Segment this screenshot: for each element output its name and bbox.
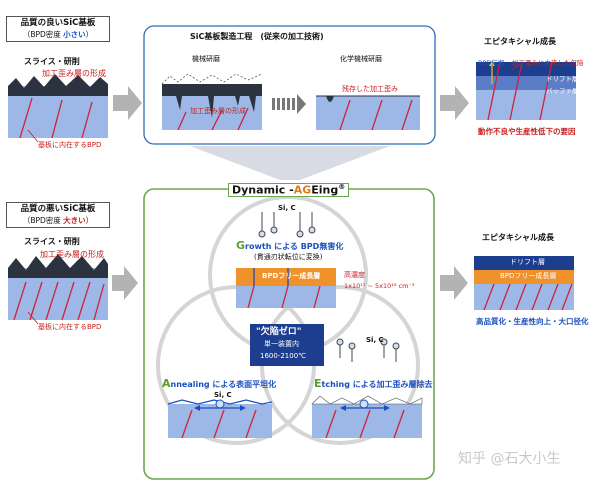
buffer-layer-top: バッファ層 [546, 87, 579, 95]
bad-substrate-block [8, 254, 108, 321]
growth-molecules [258, 212, 316, 238]
damage-layer-top: 加工歪み層の形成 [42, 69, 106, 78]
drift-layer-top: ドリフト層 [546, 75, 579, 83]
dynamic-ageing-title: Dynamic -AGEing® [228, 183, 350, 197]
mech-polish-block [161, 73, 263, 131]
residual-damage: 残存した加工歪み [342, 85, 398, 93]
process-dashed-arrow [272, 94, 306, 114]
flow-arrow-bottom-1 [112, 266, 138, 300]
annealing-sic: Si, C [214, 391, 232, 399]
epi-result-top: 動作不良や生産性低下の要因 [478, 127, 576, 136]
good-substrate-block [8, 74, 108, 139]
bpd-free-layer-growth: BPDフリー成長層 [262, 272, 321, 280]
doping-value: 1x10¹⁷ ~ 5x10¹⁸ cm⁻³ [344, 282, 415, 290]
growth-sub: (貫通刃状転位に変換) [254, 253, 323, 261]
good-substrate-bpd: （BPD密度 小さい） [22, 30, 94, 39]
epi-title-top: エピタキシャル成長 [484, 37, 556, 46]
cmp-block [316, 95, 420, 131]
process-title: SiC基板製造工程 (従来の加工技術) [190, 32, 324, 41]
defect-from-damage: 加工歪みに由来した欠陥 [512, 59, 584, 67]
bad-substrate-bpd: （BPD密度 大きい） [22, 216, 94, 225]
bpd-free-layer-epi: BPDフリー成長層 [500, 272, 557, 280]
etching-label: Etching による加工歪み層除去 [314, 377, 433, 390]
etching-molecules [336, 338, 400, 362]
growth-label: Growth による BPD無害化 [236, 239, 344, 252]
single-unit-label: 単一装置内 [264, 340, 299, 348]
growth-layers [236, 268, 336, 309]
zero-defect-box [250, 324, 324, 366]
good-substrate-title: 品質の良いSiC基板 [20, 18, 96, 28]
doping-label: 高濃度 [344, 271, 365, 279]
slice-label-bottom: スライス・研削 [24, 237, 80, 246]
flow-arrow-top-2 [440, 86, 469, 120]
cmp-label: 化学機械研磨 [340, 55, 382, 63]
damage-layer-formed: 加工歪み層の形成 [190, 107, 246, 115]
epi-title-bottom: エピタキシャル成長 [482, 233, 554, 242]
bad-substrate-title-box: 品質の悪いSiC基板 （BPD密度 大きい） [6, 202, 110, 228]
damage-layer-bottom: 加工歪み層の形成 [40, 250, 104, 259]
etching-sic: Si, C [366, 336, 384, 344]
epi-bottom-block [474, 256, 574, 311]
etching-layers [311, 395, 423, 439]
growth-sic: Si, C [278, 204, 296, 212]
zero-defect-label: "欠陥ゼロ" [256, 327, 302, 337]
annealing-layers [167, 399, 273, 439]
temp-range-label: 1600-2100℃ [260, 352, 307, 360]
leader-lines [27, 63, 521, 325]
internal-bpd-bottom: 基板に内在するBPD [38, 323, 102, 331]
bpd-propagation: BPD伝搬 [478, 59, 505, 67]
flow-arrow-bottom-2 [440, 266, 468, 300]
epi-top-block [476, 60, 576, 121]
epi-result-bottom: 高品質化・生産性向上・大口径化 [476, 317, 589, 326]
flow-arrow-top-1 [113, 86, 142, 120]
good-substrate-title-box: 品質の良いSiC基板 （BPD密度 小さい） [6, 16, 110, 42]
annealing-label: Annealing による表面平坦化 [162, 377, 277, 390]
drift-layer-bottom: ドリフト層 [510, 258, 545, 266]
bad-substrate-title: 品質の悪いSiC基板 [20, 204, 96, 214]
slice-label-top: スライス・研削 [24, 57, 80, 66]
watermark: 知乎 @石大小生 [458, 451, 561, 467]
process-to-dynamic-arrow [190, 146, 390, 180]
mech-polish-label: 機械研磨 [192, 55, 220, 63]
internal-bpd-top: 基板に内在するBPD [38, 141, 102, 149]
